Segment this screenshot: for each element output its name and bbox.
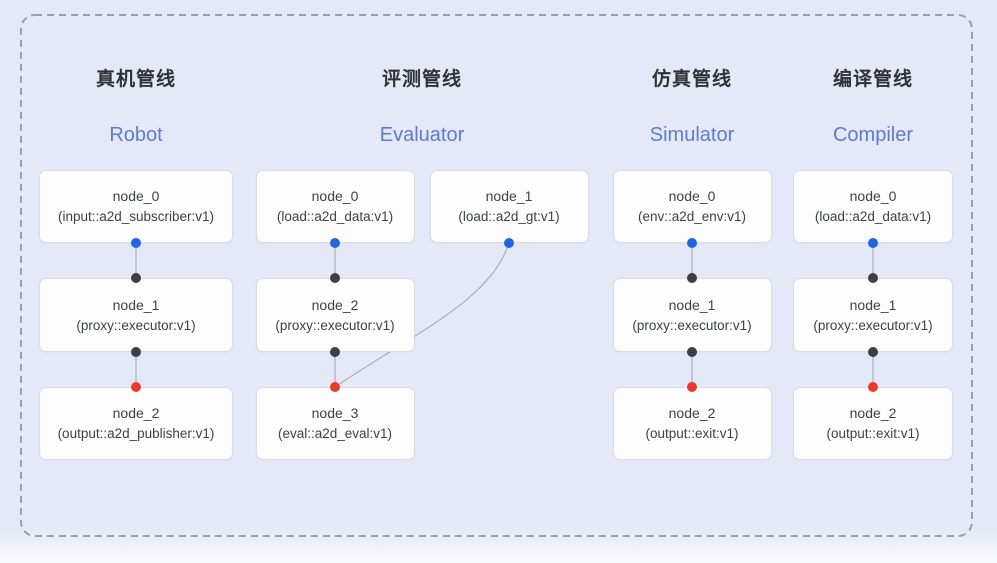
edge-curve bbox=[334, 242, 510, 388]
dashed-border bbox=[20, 14, 973, 537]
